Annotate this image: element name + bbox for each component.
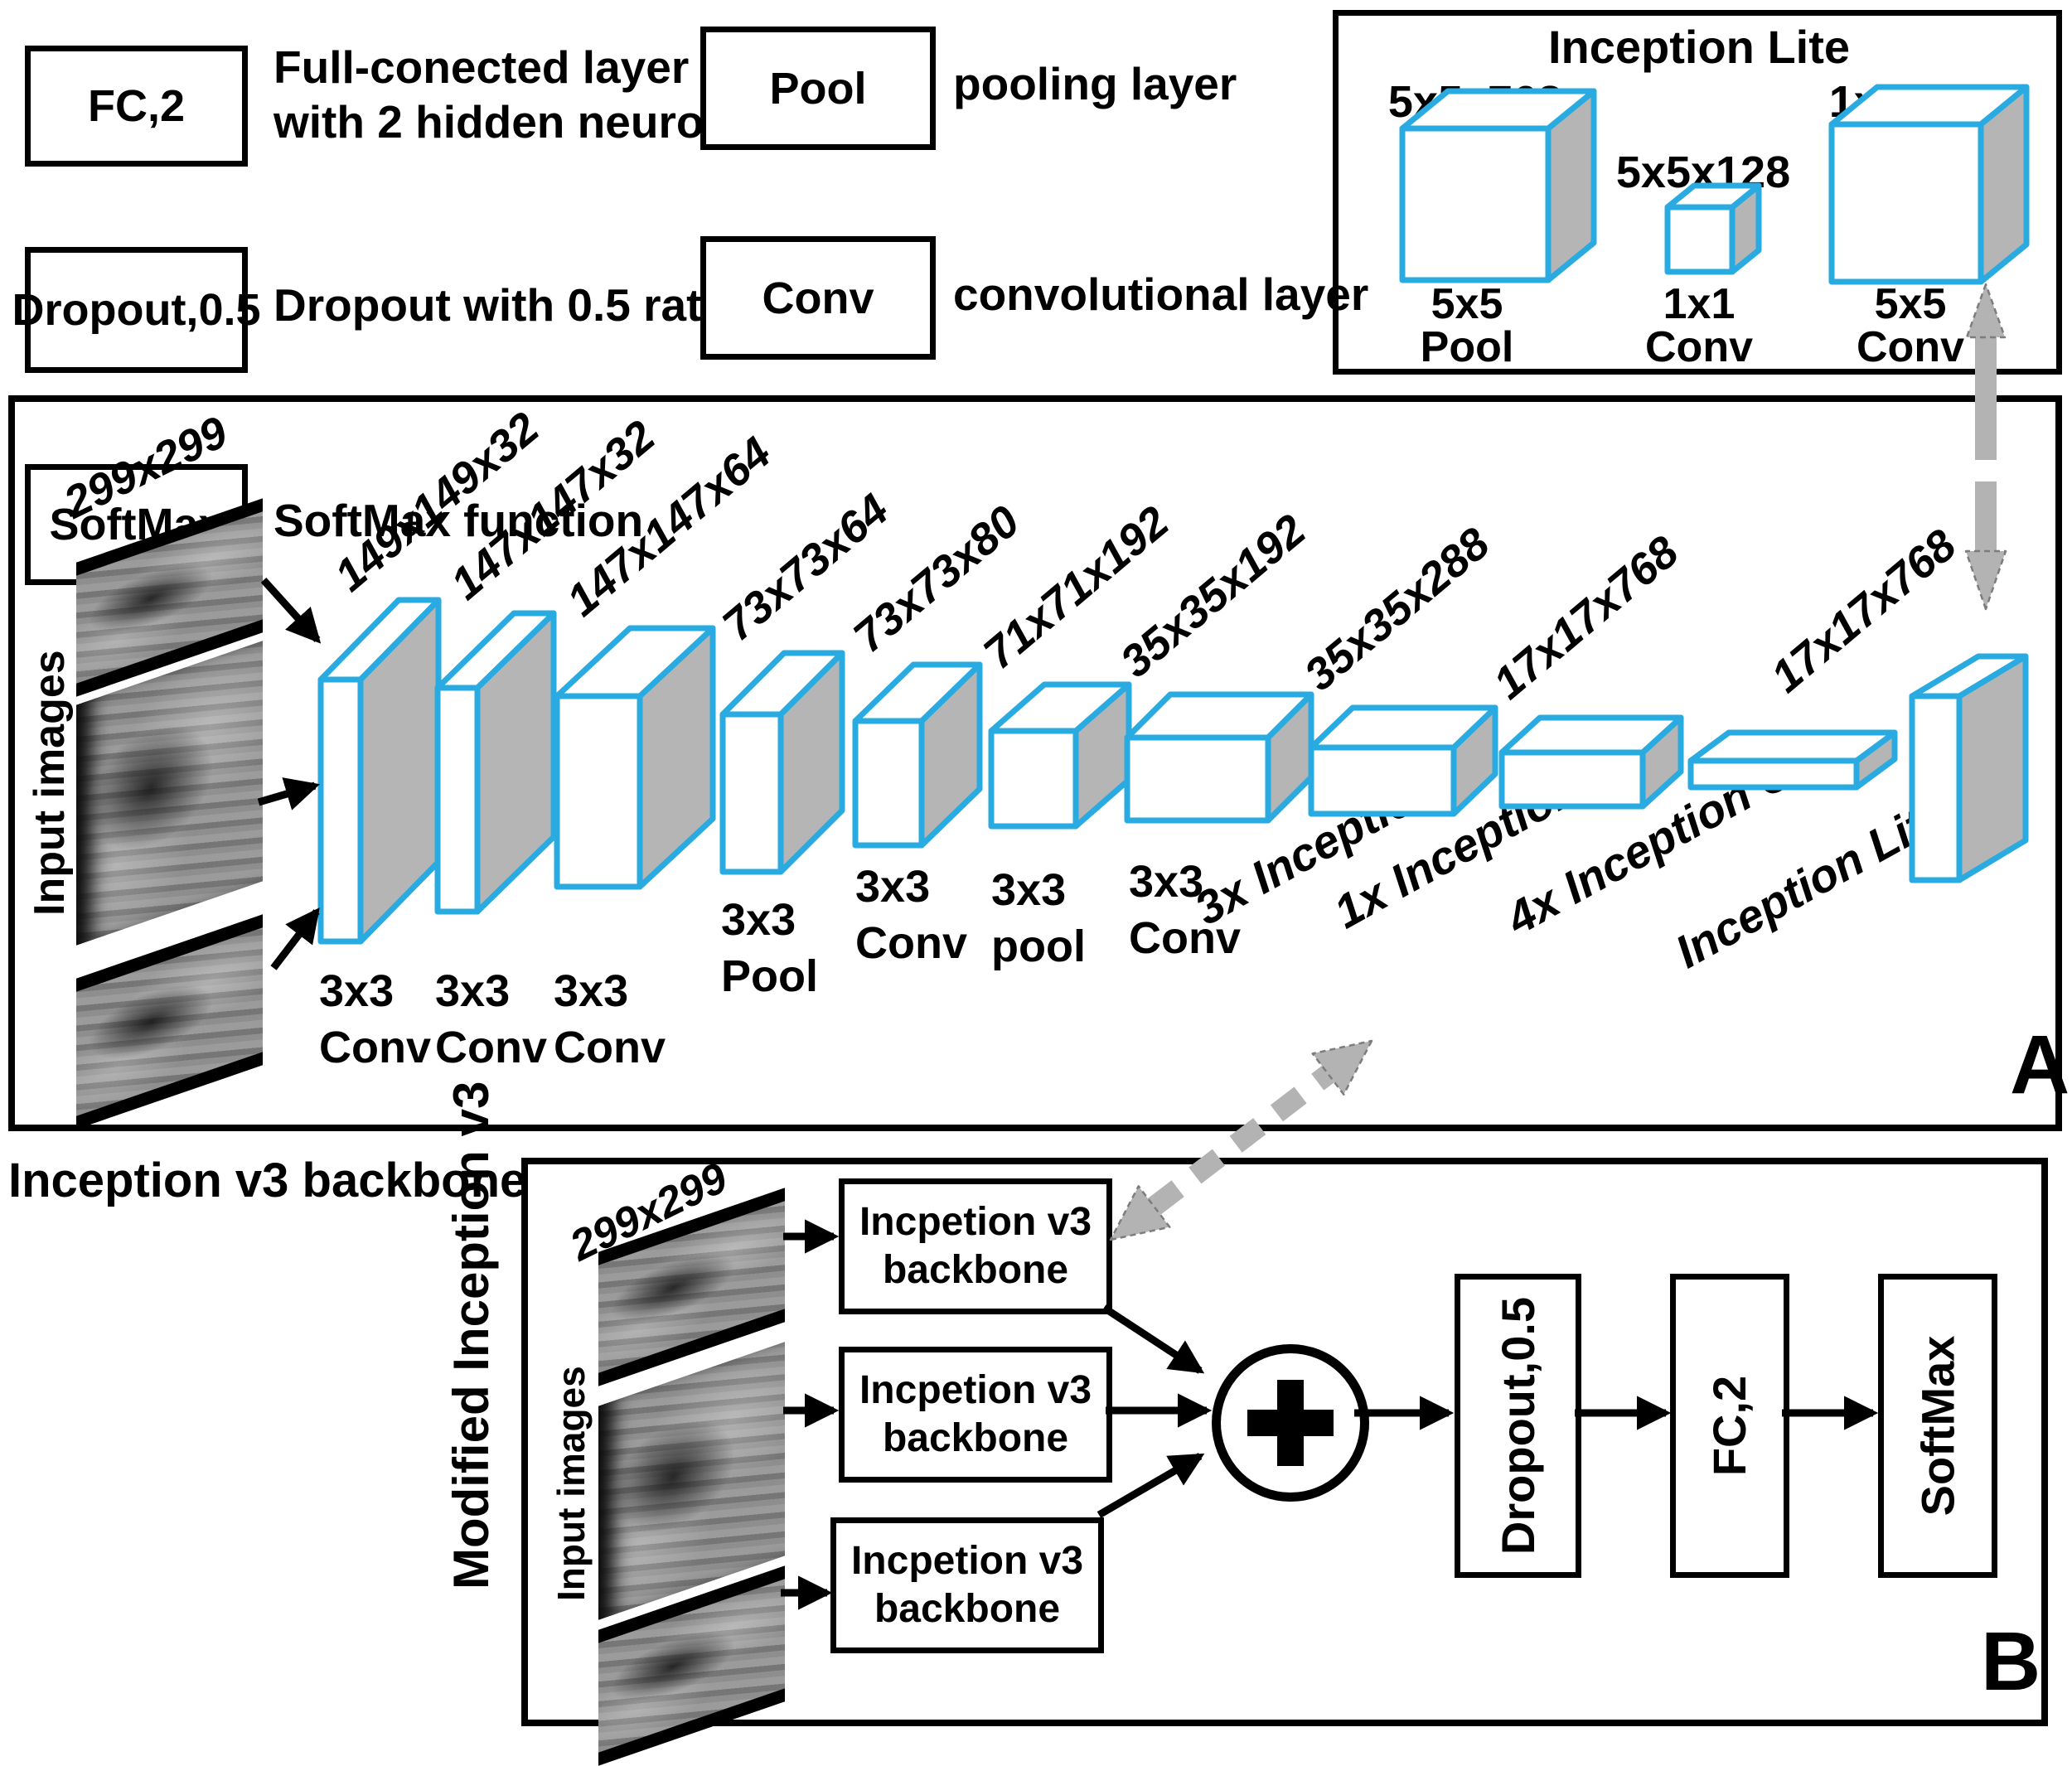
legend-caption-dropout: Dropout with 0.5 ration — [274, 279, 770, 331]
inception-lite-title: Inception Lite — [1548, 20, 1850, 73]
panel-b-letter: B — [1981, 1615, 2041, 1708]
concat-plus-icon — [1212, 1344, 1369, 1502]
inception-lite-op1-conv1x1: 1x1 — [1663, 280, 1736, 328]
pipeline-box-dropout: Dropout,0.5 — [1455, 1274, 1581, 1578]
legend-caption-fc2: Full-conected layer with 2 hidden neuron… — [274, 41, 758, 148]
inception-lite-op1-conv5x5: 5x5 — [1874, 280, 1947, 328]
panel-b-border — [521, 1158, 2048, 1726]
inception-lite-panel — [1333, 10, 2062, 375]
backbone-box-2: Incpetion v3 backbone — [839, 1347, 1112, 1483]
legend-box-dropout: Dropout,0.5 — [12, 247, 261, 373]
inception-lite-op1-pool: 5x5 — [1431, 280, 1503, 328]
legend-box-conv: Conv — [700, 236, 936, 360]
backbone-box-3: Incpetion v3 backbone — [830, 1517, 1104, 1653]
panel-a-letter: A — [2010, 1018, 2070, 1111]
backbone-box-1: Incpetion v3 backbone — [839, 1178, 1112, 1314]
pipeline-box-softmax: SoftMax — [1878, 1274, 1997, 1578]
legend-caption-pool: pooling layer — [953, 58, 1237, 109]
inception-lite-op2-conv5x5: Conv — [1857, 323, 1964, 371]
legend-box-fc2-label: FC,2 — [87, 81, 186, 131]
legend-box-conv-label: Conv — [762, 273, 874, 323]
legend-box-fc2: FC,2 — [25, 46, 248, 167]
panel-a-caption: Inception v3 backbone — [8, 1154, 527, 1207]
inception-lite-op2-pool: Pool — [1420, 323, 1514, 371]
legend-box-dropout-label: Dropout,0.5 — [12, 285, 261, 335]
legend-box-pool: Pool — [700, 27, 936, 150]
pipeline-box-fc: FC,2 — [1670, 1274, 1789, 1578]
inception-lite-op2-conv1x1: Conv — [1645, 323, 1753, 371]
legend-caption-softmax: SoftMax function — [274, 495, 644, 546]
legend-box-pool-label: Pool — [769, 63, 867, 114]
panel-a-border — [8, 395, 2062, 1131]
legend-caption-conv: convolutional layer — [953, 269, 1369, 320]
